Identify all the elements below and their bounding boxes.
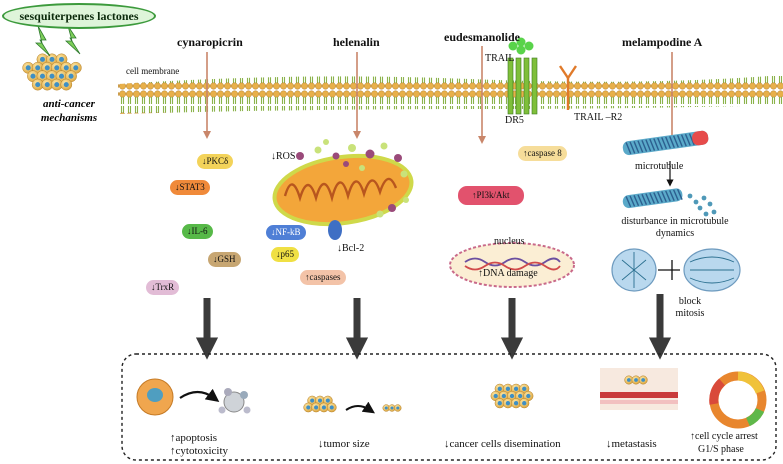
microtubule-icon bbox=[622, 130, 709, 156]
tumor-shrink-arrow bbox=[345, 401, 375, 414]
disturbed-microtubule-icon bbox=[622, 188, 717, 217]
tumor-icon bbox=[303, 395, 337, 413]
small-tumor-icon bbox=[382, 404, 402, 412]
outcome-tumor-size: ↓tumor size bbox=[318, 438, 370, 450]
cell-membrane bbox=[118, 75, 783, 114]
target-ros: ↓ROS bbox=[271, 151, 296, 162]
trail-ligand bbox=[508, 37, 534, 55]
apoptotic-cell-icon bbox=[136, 378, 251, 416]
cell-cycle-icon bbox=[709, 371, 767, 429]
outcome-cytotoxicity: ↑cytotoxicity bbox=[170, 445, 229, 457]
cell-membrane-label: cell membrane bbox=[126, 66, 180, 76]
outcomes-panel bbox=[121, 353, 777, 461]
target-bcl2: ↓Bcl-2 bbox=[337, 243, 365, 254]
pathway-arrows bbox=[203, 46, 676, 144]
lightning-icon bbox=[34, 25, 81, 57]
outcome-arrows bbox=[195, 294, 672, 360]
nucleus bbox=[449, 242, 575, 288]
mitosis-cell-icon bbox=[611, 248, 741, 292]
trail-r2-receptor bbox=[559, 65, 577, 110]
ros-particles bbox=[296, 139, 409, 218]
cancer-dissemination-icon bbox=[490, 383, 534, 409]
sesquiterpenes-badge: sesquiterpenes lactones bbox=[2, 3, 156, 29]
compound-cynaropicrin: cynaropicrin bbox=[177, 35, 243, 49]
target-dna-damage: ↑DNA damage bbox=[478, 268, 538, 279]
outcome-metastasis: ↓metastasis bbox=[606, 438, 657, 450]
outcome-cell-cycle: ↑cell cycle arrest bbox=[690, 431, 758, 442]
microtubule-label: microtubule bbox=[635, 161, 684, 172]
target-caspase8: ↑caspase 8 bbox=[518, 146, 567, 161]
compound-helenalin: helenalin bbox=[333, 35, 380, 49]
dr5-label: DR5 bbox=[505, 115, 524, 126]
target-pkc: ↓PKCδ bbox=[197, 154, 234, 169]
trail-label: TRAIL bbox=[485, 53, 515, 64]
target-stat3: ↓STAT3 bbox=[170, 180, 210, 195]
metastasis-icon bbox=[600, 368, 678, 410]
bcl2-protein-icon bbox=[328, 220, 342, 240]
dr5-receptor bbox=[507, 57, 538, 115]
target-gsh: ↓GSH bbox=[208, 252, 241, 267]
target-il6: ↓IL-6 bbox=[182, 224, 213, 239]
target-p65: ↓p65 bbox=[271, 247, 299, 262]
disturbance-label: disturbance in microtubule dynamics bbox=[621, 216, 729, 239]
target-nfkb: ↓NF-kB bbox=[266, 225, 306, 240]
block-mitosis-label: block mitosis bbox=[675, 296, 705, 319]
trail-r2-label: TRAIL –R2 bbox=[574, 112, 623, 123]
anti-cancer-label: anti-cancer mechanisms bbox=[40, 98, 98, 124]
target-pi3k: ↑PI3k/Akt bbox=[458, 186, 524, 205]
nucleus-label: nucleus bbox=[494, 236, 525, 247]
outcome-apoptosis: ↑apoptosis bbox=[170, 432, 218, 444]
outcome-dissemination: ↓cancer cells disemination bbox=[444, 438, 561, 450]
compound-melampodine: melampodine A bbox=[622, 35, 703, 49]
outcome-phase: G1/S phase bbox=[698, 444, 744, 455]
target-caspases: ↑caspases bbox=[300, 270, 346, 285]
compound-eudesmanolide: eudesmanolide bbox=[444, 30, 521, 44]
tumor-cell-cluster bbox=[22, 53, 82, 91]
target-trxr: ↓TrxR bbox=[146, 280, 180, 295]
